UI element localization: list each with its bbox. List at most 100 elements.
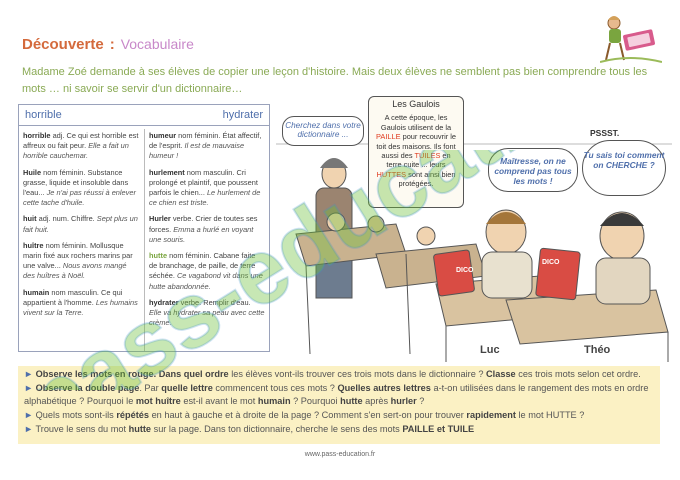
instruction-text: Observe les mots en rouge. Dans quel ord… (35, 369, 229, 379)
entry-example: Il est de mauvaise humeur ! (149, 141, 245, 161)
entry-word: hutte (149, 251, 168, 261)
psst-text: PSSST. (590, 128, 620, 138)
instruction-text: répétés (116, 410, 150, 420)
intro-text: Madame Zoé demande à ses élèves de copie… (22, 66, 648, 95)
entry-definition: adj. num. Chiffre. (36, 214, 97, 224)
instruction-text: Quels mots sont-ils (35, 410, 117, 420)
instruction-text: Observe la double page (35, 383, 140, 393)
speech-bubble-theo: Tu sais toi comment on CHERCHE ? (582, 140, 666, 196)
entry-definition: verbe. Crier de toutes ses forces. (149, 214, 258, 234)
dictionary-entry: humain nom masculin. Ce qui appartient à… (23, 288, 140, 319)
book-label-2: DICO (542, 259, 560, 266)
entry-definition: nom féminin. Substance grasse, liquide e… (23, 167, 129, 198)
entry-word: huître (23, 240, 44, 250)
instruction-text: Quelles autres lettres (337, 383, 431, 393)
entry-word: humeur (149, 131, 177, 140)
entry-example: Elle va hydrater sa peau avec cette crèm… (149, 308, 265, 328)
dictionary-guide-words: horrible hydrater (19, 105, 269, 126)
entry-word: Huile (23, 167, 42, 177)
instruction-text: ? Pourquoi (290, 396, 341, 406)
instruction-text: le mot HUTTE ? (515, 410, 585, 420)
instruction-text: . Par (139, 383, 162, 393)
lesson-text-1: A cette époque, les Gaulois utilisent de… (380, 113, 452, 132)
instruction-item: ► Observe la double page. Par quelle let… (24, 382, 654, 408)
dictionary-column-left: horrible adj. Ce qui est horrible est af… (19, 129, 144, 351)
arrow-bullet-icon: ► (24, 424, 36, 434)
entry-word: Hurler (149, 214, 171, 224)
guide-word-right: hydrater (222, 109, 263, 121)
title-colon: : (109, 36, 115, 53)
dictionary-entry: humeur nom féminin. État affectif, de l'… (149, 131, 265, 162)
entry-definition: nom féminin. État affectif, de l'esprit. (149, 131, 262, 151)
footer-url: www.pass-education.fr (304, 451, 376, 458)
instruction-text: humain (257, 396, 291, 406)
dictionary-entry: Huile nom féminin. Substance grasse, liq… (23, 168, 140, 209)
entry-definition: verbe. Remplir d'eau. (178, 297, 251, 307)
entry-definition: nom masculin. Ce qui appartient à l'homm… (23, 287, 123, 307)
book-label-1: DICO (456, 267, 474, 274)
instruction-text: a-t-on utilisées dans le rangement des m… (24, 383, 649, 406)
background-students (326, 212, 436, 246)
label-luc: Luc (480, 344, 500, 356)
instruction-item: ► Observe les mots en rouge. Dans quel o… (24, 368, 654, 381)
instruction-text: ? (416, 396, 425, 406)
instruction-item: ► Trouve le sens du mot hutte sur la pag… (24, 423, 654, 436)
entry-definition: nom masculin. Cri prolongé et plaintif, … (149, 167, 258, 198)
entry-example: Emma a hurlé en voyant une souris. (149, 224, 254, 244)
theo-figure (535, 211, 651, 305)
instruction-text: en haut à gauche et à droite de la page … (149, 410, 467, 420)
lesson-text-2: pour recouvrir le toit des maisons. Ils … (376, 132, 456, 161)
entry-word: hydrater (149, 297, 179, 307)
dictionary-entry: hutte nom féminin. Cabane faite de branc… (149, 251, 265, 292)
speech-bubble-teacher: Cherchez dans votre dictionnaire ... (282, 116, 364, 146)
dictionary-entry: hydrater verbe. Remplir d'eau. Elle va h… (149, 298, 265, 329)
instruction-text: les élèves vont-ils trouver ces trois mo… (228, 369, 487, 379)
instruction-item: ► Quels mots sont-ils répétés en haut à … (24, 409, 654, 422)
label-theo: Théo (584, 344, 611, 356)
lesson-word-paille: PAILLE (376, 132, 401, 142)
dictionary-entry: huître nom féminin. Mollusque marin fixé… (23, 241, 140, 282)
instruction-text: hurler (390, 396, 417, 406)
instruction-text: ces trois mots selon cet ordre. (515, 369, 641, 379)
dictionary-entry: horrible adj. Ce qui est horrible est af… (23, 131, 140, 162)
entry-example: Je n'ai pas réussi à enlever cette tache… (23, 188, 136, 208)
lesson-title: Les Gaulois (392, 99, 440, 109)
entry-example: Ce vagabond vit dans une hutte abandonné… (149, 271, 263, 291)
lesson-word-huttes: HUTTES (376, 169, 407, 179)
title-text: Découverte (22, 36, 104, 53)
dictionary-entry: huit adj. num. Chiffre. Sept plus un fai… (23, 214, 140, 234)
entry-example: Le hurlement de ce chien est triste. (149, 188, 261, 208)
guide-word-left: horrible (25, 109, 62, 121)
instruction-text: PAILLE et TUILE (402, 424, 475, 434)
entry-example: Sept plus un fait huit. (23, 214, 138, 234)
lesson-word-tuiles: TUILES (414, 151, 441, 161)
entry-word: horrible (23, 131, 51, 140)
dictionary-entry: hurlement nom masculin. Cri prolongé et … (149, 168, 265, 209)
character-logo-icon (600, 16, 662, 63)
instruction-text: après (362, 396, 391, 406)
instruction-text: Trouve le sens du mot (35, 424, 129, 434)
dictionary-entry: Hurler verbe. Crier de toutes ses forces… (149, 214, 265, 245)
instruction-text: mot huître (135, 396, 181, 406)
luc-figure (433, 209, 533, 299)
speech-bubble-luc: Maîtresse, on ne comprend pas tous les m… (488, 148, 578, 192)
instruction-text: Classe (486, 369, 516, 379)
arrow-bullet-icon: ► (24, 410, 36, 420)
lesson-text-3: en terre cuite ... leurs (386, 151, 451, 170)
instruction-text: quelle lettre (161, 383, 213, 393)
entry-example: Nous avons mangé des huîtres à Noël. (23, 261, 127, 281)
page-subtitle: Vocabulaire (120, 36, 194, 52)
entry-definition: adj. Ce qui est horrible est affreux ou … (23, 131, 139, 151)
instruction-text: commencent tous ces mots ? (212, 383, 338, 393)
history-lesson-card: Les Gaulois A cette époque, les Gaulois … (368, 96, 464, 208)
entry-word: huit (23, 214, 37, 224)
entry-example: Les humains vivent sur la Terre. (23, 297, 138, 318)
entry-word: humain (23, 287, 50, 297)
instruction-text: rapidement (466, 410, 516, 420)
entry-definition: nom féminin. Cabane faite de branchage, … (149, 251, 256, 281)
instruction-text: hutte (128, 424, 152, 434)
entry-definition: nom féminin. Mollusque marin fixé aux ro… (23, 240, 133, 271)
instruction-text: sur la page. Dans ton dictionnaire, cher… (151, 424, 403, 434)
page-title: Découverte: Vocabulaire (22, 36, 194, 53)
dictionary-column-right: humeur nom féminin. État affectif, de l'… (144, 129, 269, 351)
